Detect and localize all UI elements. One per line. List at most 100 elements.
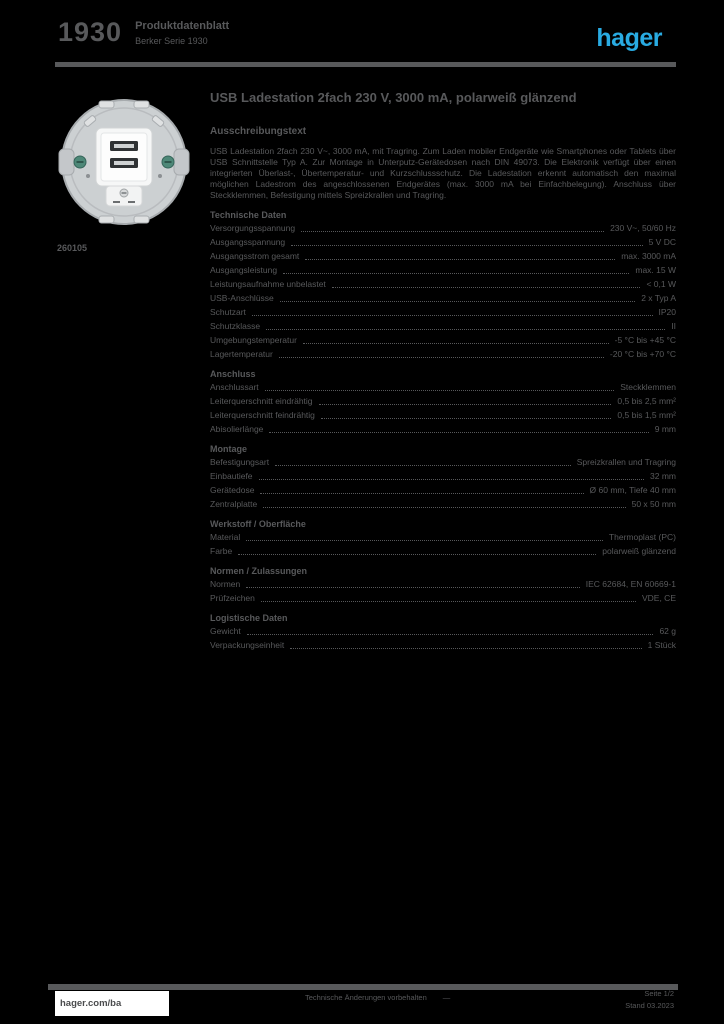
spec-value: 1 Stück xyxy=(647,640,676,650)
spec-label: Leistungsaufnahme unbelastet xyxy=(210,279,326,289)
dotted-leader xyxy=(301,231,605,232)
header-text-lines: Produktdatenblatt Berker Serie 1930 xyxy=(135,16,229,47)
dotted-leader xyxy=(302,343,609,344)
dotted-leader xyxy=(258,479,645,480)
footer-link-box: hager.com/ba xyxy=(55,991,169,1016)
spec-row: Verpackungseinheit 1 Stück xyxy=(210,640,676,651)
dotted-leader xyxy=(269,432,649,433)
dotted-leader xyxy=(290,648,642,649)
claw-wing-left xyxy=(58,148,75,176)
spec-row: USB-Anschlüsse 2 x Typ A xyxy=(210,293,676,304)
dotted-leader xyxy=(260,601,636,602)
dotted-leader xyxy=(264,390,615,391)
spec-value: Ø 60 mm, Tiefe 40 mm xyxy=(589,485,676,495)
dotted-leader xyxy=(246,540,603,541)
spec-row: Material Thermoplast (PC) xyxy=(210,532,676,543)
dotted-leader xyxy=(320,418,612,419)
footer-divider xyxy=(48,984,678,990)
spec-label: Einbautiefe xyxy=(210,471,253,481)
section-heading: Ausschreibungstext xyxy=(210,126,307,137)
spec-row: Befestigungsart Spreizkrallen und Tragrin… xyxy=(210,457,676,468)
spec-label: Gerätedose xyxy=(210,485,255,495)
spec-label: Schutzart xyxy=(210,307,246,317)
article-number-caption: 260105 xyxy=(57,243,88,253)
dotted-leader xyxy=(305,259,616,260)
header-divider xyxy=(55,62,676,67)
main-column: USB Ladestation 2fach 230 V, 3000 mA, po… xyxy=(210,90,676,654)
dotted-leader xyxy=(238,554,597,555)
footer-notice: Technische Änderungen vorbehalten xyxy=(305,993,427,1002)
footer-page-info: Seite 1/2 Stand 03.2023 xyxy=(625,988,674,1012)
spec-value: 2 x Typ A xyxy=(641,293,676,303)
spec-label: Befestigungsart xyxy=(210,457,270,467)
spec-value: Steckklemmen xyxy=(620,382,676,392)
spec-value: VDE, CE xyxy=(641,593,676,603)
spec-row: Schutzklasse II xyxy=(210,321,676,332)
spec-label: Schutzklasse xyxy=(210,321,261,331)
header-left: 1930 Produktdatenblatt Berker Serie 1930 xyxy=(58,16,229,48)
spec-value: 0,5 bis 2,5 mm² xyxy=(617,396,676,406)
claw-wing-right xyxy=(173,148,190,176)
dotted-leader xyxy=(275,465,571,466)
spec-group-heading: Anschluss xyxy=(210,369,256,379)
spec-value: Spreizkrallen und Tragring xyxy=(576,457,676,467)
dotted-leader xyxy=(279,301,636,302)
dotted-leader xyxy=(266,329,666,330)
spec-value: II xyxy=(671,321,676,331)
spec-row: Prüfzeichen VDE, CE xyxy=(210,593,676,604)
spec-label: Abisolierlänge xyxy=(210,424,264,434)
dotted-leader xyxy=(291,245,643,246)
spec-value: max. 15 W xyxy=(635,265,676,275)
spec-value: 62 g xyxy=(659,626,676,636)
dotted-leader xyxy=(251,315,653,316)
spec-label: Leiterquerschnitt feindrähtig xyxy=(210,410,315,420)
spec-value: Thermoplast (PC) xyxy=(608,532,676,542)
header-subtitle-2: Berker Serie 1930 xyxy=(135,36,208,46)
spec-label: Lagertemperatur xyxy=(210,349,273,359)
spec-row: Normen IEC 62684, EN 60669-1 xyxy=(210,579,676,590)
spec-label: Material xyxy=(210,532,241,542)
spec-label: USB-Anschlüsse xyxy=(210,293,274,303)
product-title: USB Ladestation 2fach 230 V, 3000 mA, po… xyxy=(210,90,577,105)
spec-label: Farbe xyxy=(210,546,233,556)
spec-label: Verpackungseinheit xyxy=(210,640,285,650)
spec-value: 5 V DC xyxy=(648,237,676,247)
spec-label: Zentralplatte xyxy=(210,499,258,509)
spec-value: IEC 62684, EN 60669-1 xyxy=(585,579,676,589)
spec-group-heading: Technische Daten xyxy=(210,210,287,220)
spec-group-heading: Logistische Daten xyxy=(210,613,288,623)
dotted-leader xyxy=(283,273,630,274)
spec-row: Lagertemperatur-20 °C bis +70 °C xyxy=(210,349,676,360)
dotted-leader xyxy=(260,493,584,494)
dotted-leader xyxy=(331,287,641,288)
spec-group-heading: Normen / Zulassungen xyxy=(210,566,308,576)
dotted-leader xyxy=(263,507,626,508)
spec-label: Prüfzeichen xyxy=(210,593,255,603)
tender-text-paragraph: USB Ladestation 2fach 230 V~, 3000 mA, m… xyxy=(210,146,676,200)
spec-row: Leistungsaufnahme unbelastet< 0,1 W xyxy=(210,279,676,290)
spec-label: Normen xyxy=(210,579,241,589)
spec-label: Ausgangsstrom gesamt xyxy=(210,251,300,261)
spec-value: -5 °C bis +45 °C xyxy=(614,335,676,345)
spec-row: Umgebungstemperatur-5 °C bis +45 °C xyxy=(210,335,676,346)
spec-value: 230 V~, 50/60 Hz xyxy=(610,223,676,233)
hager-logo: hager xyxy=(596,24,662,52)
spec-group-heading: Montage xyxy=(210,444,247,454)
series-number: 1930 xyxy=(58,17,123,47)
dotted-leader xyxy=(318,404,612,405)
dotted-leader xyxy=(246,587,580,588)
hager-site-link[interactable]: hager.com/ba xyxy=(60,998,122,1009)
